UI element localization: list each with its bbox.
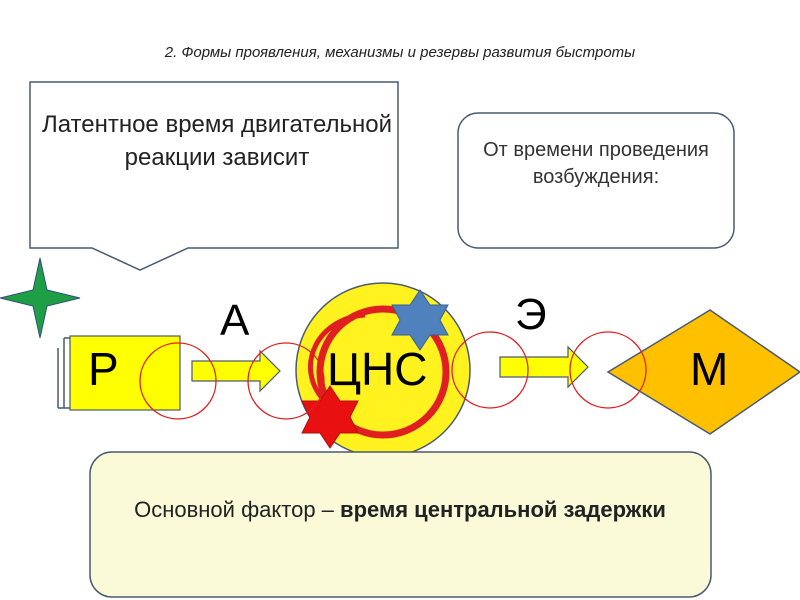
marker-circle-3 [451, 331, 529, 409]
callout-text: Латентное время двигательной реакции зав… [41, 111, 393, 171]
cns-label: ЦНС [327, 343, 428, 395]
green-star-icon [0, 257, 81, 339]
slide-title: 2. Формы проявления, механизмы и резервы… [164, 44, 636, 61]
cns-red-ring [316, 305, 450, 439]
blue-star-icon [391, 289, 449, 351]
marker-circle-2 [247, 342, 325, 420]
right-box-text: От времени проведения возбуждения: [483, 139, 709, 188]
afferent-arrow-icon [191, 349, 281, 393]
marker-circle-4 [569, 331, 647, 409]
efferent-arrow-icon [499, 345, 589, 389]
receptor-label: Р [88, 343, 119, 395]
receptor-box [69, 335, 181, 411]
muscle-label: М [690, 343, 729, 395]
marker-circle-1 [139, 342, 217, 420]
callout-bubble [29, 81, 399, 271]
muscle-diamond [606, 309, 800, 435]
red-star-icon [301, 385, 359, 449]
right-info-box [457, 112, 735, 249]
receptor-bracket [57, 337, 72, 409]
efferent-label: Э [515, 290, 547, 339]
bottom-text-bold: время центральной задержки [340, 497, 666, 522]
afferent-label: А [220, 296, 250, 345]
cns-spiral-arc [307, 312, 366, 400]
bottom-info-box [89, 451, 712, 598]
bottom-text-plain: Основной фактор – [134, 497, 341, 522]
bottom-box-text: Основной фактор – время центральной заде… [100, 492, 700, 528]
